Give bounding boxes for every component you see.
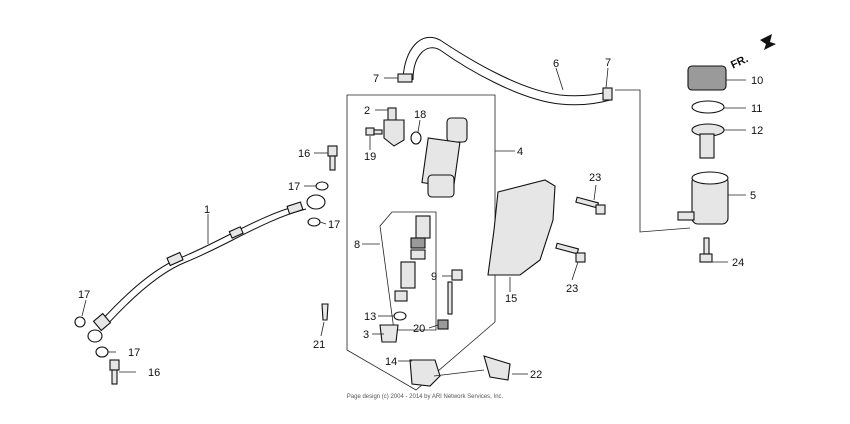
callout-21: 21	[313, 339, 325, 351]
callout-19: 19	[364, 151, 376, 163]
callout-13: 13	[364, 311, 376, 323]
guard-bolt-lower	[555, 242, 586, 263]
callout-17a: 17	[288, 181, 300, 193]
callout-17d: 17	[128, 347, 140, 359]
sealing-washer-d	[95, 346, 109, 358]
hose-clip-a	[397, 73, 413, 83]
master-cylinder-assembly-outline	[346, 94, 496, 391]
hose-joint	[383, 107, 405, 147]
guard-clip	[483, 355, 511, 381]
callout-15: 15	[505, 293, 517, 305]
callout-17b: 17	[328, 219, 340, 231]
callout-2: 2	[364, 105, 370, 117]
joint-nut	[437, 319, 449, 330]
callout-1: 1	[204, 204, 210, 216]
reservoir-diaphragm	[691, 123, 725, 159]
push-rod	[447, 269, 463, 315]
callout-4: 4	[517, 146, 523, 158]
piston-set	[379, 211, 437, 331]
callout-5: 5	[750, 190, 756, 202]
callout-9: 9	[431, 271, 437, 283]
hose-clip-b	[602, 87, 613, 101]
callout-16b: 16	[148, 367, 160, 379]
callout-8: 8	[354, 239, 360, 251]
reservoir-hose	[402, 37, 611, 106]
front-direction-arrow: FR.	[729, 34, 776, 71]
callout-23a: 23	[589, 172, 601, 184]
callout-20: 20	[413, 323, 425, 335]
brake-hose	[87, 194, 326, 343]
banjo-bolt-upper	[327, 145, 338, 171]
joint-screw	[365, 127, 383, 136]
circlip	[393, 311, 407, 321]
front-label: FR.	[729, 53, 750, 71]
callout-14: 14	[385, 356, 397, 368]
reservoir-tank	[677, 171, 729, 225]
master-cylinder-body	[421, 117, 468, 198]
callout-10: 10	[751, 75, 763, 87]
callout-6: 6	[553, 58, 559, 70]
callout-23b: 23	[566, 283, 578, 295]
sealing-washer-a	[315, 181, 329, 191]
leader-lines	[81, 67, 746, 377]
sealing-washer-b	[307, 217, 321, 227]
callout-12: 12	[751, 125, 763, 137]
callout-11: 11	[751, 103, 762, 115]
callouts: 1 2 3 4 5 6 7 7 8 9 10 11 12 13 14 15 16…	[78, 57, 763, 381]
callout-7a: 7	[373, 73, 379, 85]
guard-bolt-upper	[575, 196, 606, 215]
copyright-footer: Page design (c) 2004 - 2014 by ARI Netwo…	[346, 394, 504, 400]
push-rod-clevis	[409, 359, 441, 387]
master-cylinder-guard	[487, 179, 556, 276]
callout-16a: 16	[298, 148, 310, 160]
sealing-washer-c	[74, 316, 86, 328]
o-ring	[410, 131, 422, 145]
reservoir-cap	[687, 65, 727, 91]
cotter-pin	[321, 303, 329, 321]
callout-18: 18	[414, 109, 426, 121]
callout-3: 3	[363, 329, 369, 341]
callout-7b: 7	[605, 57, 611, 69]
callout-17c: 17	[78, 289, 90, 301]
diaphragm-plate	[691, 100, 725, 114]
banjo-bolt-lower	[109, 359, 120, 385]
boot	[379, 324, 399, 343]
callout-22: 22	[530, 369, 542, 381]
reservoir-bolt	[699, 237, 713, 263]
callout-24: 24	[732, 257, 744, 269]
